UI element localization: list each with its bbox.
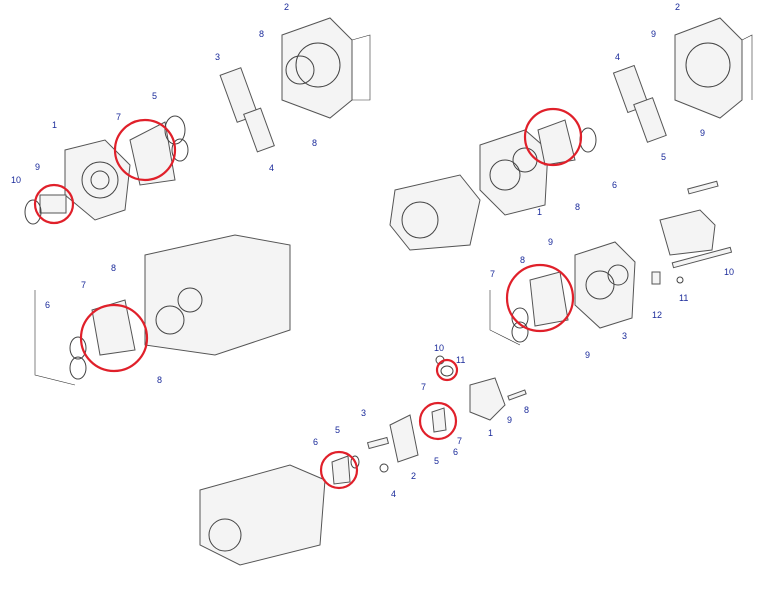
part-label: 2 [284,2,289,12]
highlight-gasket [113,118,177,182]
part-label: 5 [661,152,666,162]
part-label: 8 [575,202,580,212]
highlight-bearing [33,183,75,225]
seal-11 [440,365,454,377]
gasket-8 [537,119,576,166]
part-label: 4 [391,489,396,499]
bolt [687,180,719,195]
part-label: 6 [612,180,617,190]
group-middle-right: 9 8 7 10 11 12 3 9 [489,180,734,360]
gasket-6 [331,455,351,485]
plug-4 [379,463,389,473]
part-label: 7 [457,436,462,446]
part-label: 7 [490,269,495,279]
part-label: 7 [421,382,426,392]
part-label: 3 [215,52,220,62]
highlight-gasket [505,263,575,333]
part-label: 10 [11,175,21,185]
cover-1 [469,377,506,421]
group-bottom: 10 11 7 8 9 1 7 6 5 3 5 6 2 4 [199,343,529,566]
part-label: 9 [35,162,40,172]
labels-top-left: 2 8 3 5 7 1 9 10 8 4 [11,2,317,185]
part-label: 4 [269,163,274,173]
bolt-10 [671,246,733,269]
part-label: 8 [524,405,529,415]
snap-ring-10 [24,199,42,225]
fitting-12 [651,271,661,285]
part-label: 1 [537,207,542,217]
part-label: 3 [361,408,366,418]
highlight-gasket [319,450,359,490]
part-label: 8 [157,375,162,385]
gasket-7 [129,121,176,186]
part-label: 8 [312,138,317,148]
labels-middle-right: 9 8 7 10 11 12 3 9 [490,237,734,360]
pump-assembly [199,464,326,566]
gear-shaft-5 [633,97,667,143]
pump-assembly [389,174,481,251]
highlight-gasket [418,401,458,441]
group-middle-left: 8 7 6 8 [34,234,291,386]
part-label: 3 [622,331,627,341]
part-label: 10 [724,267,734,277]
part-label: 8 [259,29,264,39]
labels-bottom: 10 11 7 8 9 1 7 6 5 3 5 6 2 4 [313,343,529,499]
bearing-9 [39,194,67,214]
part-label: 1 [488,428,493,438]
gasket-7 [91,299,136,356]
part-label: 9 [548,237,553,247]
housing-3 [574,241,636,329]
part-label: 7 [116,112,121,122]
part-label: 6 [453,447,458,457]
part-label: 11 [456,355,465,365]
part-label: 1 [52,120,57,130]
part-label: 7 [81,280,86,290]
bolt-8 [507,389,527,401]
gasket-8 [529,271,569,327]
group-top-left: 2 8 3 5 7 1 9 10 8 4 [11,2,371,225]
highlight-seal [435,358,459,382]
part-label: 9 [651,29,656,39]
group-top-right: 2 9 4 9 5 6 8 1 [389,2,753,251]
highlight-gasket [523,107,583,167]
part-label: 5 [335,425,340,435]
part-label: 9 [585,350,590,360]
part-label: 2 [675,2,680,12]
part-label: 4 [615,52,620,62]
part-label: 10 [434,343,444,353]
plate-2 [389,414,419,463]
part-label: 2 [411,471,416,481]
part-label: 9 [700,128,705,138]
part-label: 5 [434,456,439,466]
end-cover [659,209,716,256]
washer-11 [676,276,684,284]
cover-1 [64,139,131,221]
part-label: 12 [652,310,662,320]
part-label: 6 [45,300,50,310]
labels-middle-left: 8 7 6 8 [45,263,162,385]
part-label: 8 [520,255,525,265]
labels-top-right: 2 9 4 9 5 6 8 1 [537,2,705,217]
highlight-gasket [79,303,149,373]
part-label: 8 [111,263,116,273]
part-label: 11 [679,293,688,303]
gear-shaft-4 [243,107,275,153]
part-label: 6 [313,437,318,447]
gasket-6 [431,407,447,433]
pump-body-plate [281,17,353,119]
part-label: 5 [152,91,157,101]
part-label: 9 [507,415,512,425]
pump-assembly [144,234,291,356]
shaft-3 [366,436,390,450]
pump-body-plate [674,17,743,119]
